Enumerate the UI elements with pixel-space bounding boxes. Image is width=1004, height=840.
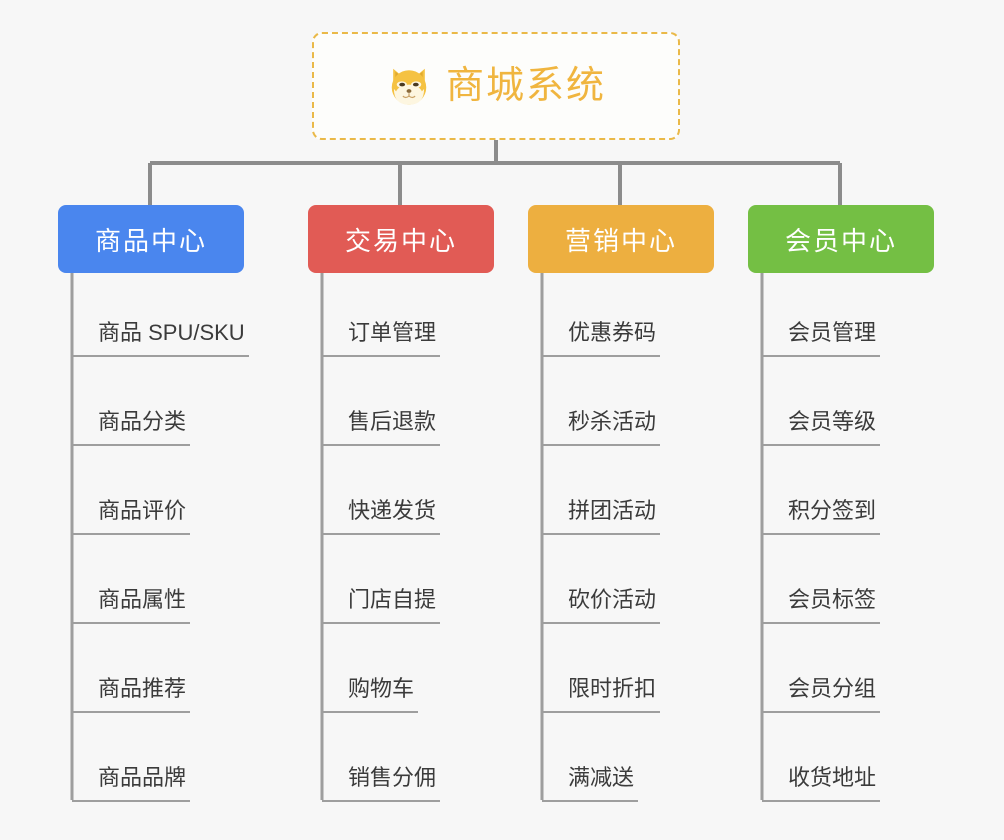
category-head-member-center[interactable]: 会员中心: [748, 205, 934, 273]
category-label: 交易中心: [344, 225, 457, 256]
leaf-item[interactable]: 商品 SPU/SKU: [72, 318, 249, 357]
category-head-trade-center[interactable]: 交易中心: [308, 205, 494, 273]
leaf-item[interactable]: 快递发货: [322, 496, 441, 535]
leaf-item[interactable]: 会员分组: [762, 674, 881, 713]
leaf-item[interactable]: 会员等级: [762, 407, 881, 446]
leaf-item[interactable]: 会员标签: [762, 585, 881, 624]
leaf-item[interactable]: 门店自提: [322, 585, 441, 624]
leaf-item[interactable]: 购物车: [322, 674, 419, 713]
leaf-item[interactable]: 商品属性: [72, 585, 191, 624]
leaf-item[interactable]: 限时折扣: [542, 674, 661, 713]
leaf-item[interactable]: 积分签到: [762, 496, 881, 535]
category-label: 会员中心: [784, 225, 897, 256]
leaf-item[interactable]: 秒杀活动: [542, 407, 661, 446]
category-head-marketing-center[interactable]: 营销中心: [528, 205, 714, 273]
leaf-item[interactable]: 商品推荐: [72, 674, 191, 713]
shiba-dog-icon: [386, 63, 432, 109]
leaf-item[interactable]: 砍价活动: [542, 585, 661, 624]
leaf-item[interactable]: 收货地址: [762, 763, 881, 802]
root-node[interactable]: 商城系统: [312, 32, 680, 140]
leaf-item[interactable]: 会员管理: [762, 318, 881, 357]
leaf-item[interactable]: 商品评价: [72, 496, 191, 535]
category-label: 商品中心: [94, 225, 207, 256]
leaf-item[interactable]: 订单管理: [322, 318, 441, 357]
root-title: 商城系统: [445, 65, 606, 107]
category-head-product-center[interactable]: 商品中心: [58, 205, 244, 273]
leaf-item[interactable]: 商品分类: [72, 407, 191, 446]
leaf-item[interactable]: 售后退款: [322, 407, 441, 446]
category-label: 营销中心: [564, 225, 677, 256]
leaf-item[interactable]: 商品品牌: [72, 763, 191, 802]
leaf-item[interactable]: 优惠券码: [542, 318, 661, 357]
leaf-item[interactable]: 拼团活动: [542, 496, 661, 535]
leaf-item[interactable]: 销售分佣: [322, 763, 441, 802]
leaf-item[interactable]: 满减送: [542, 763, 639, 802]
